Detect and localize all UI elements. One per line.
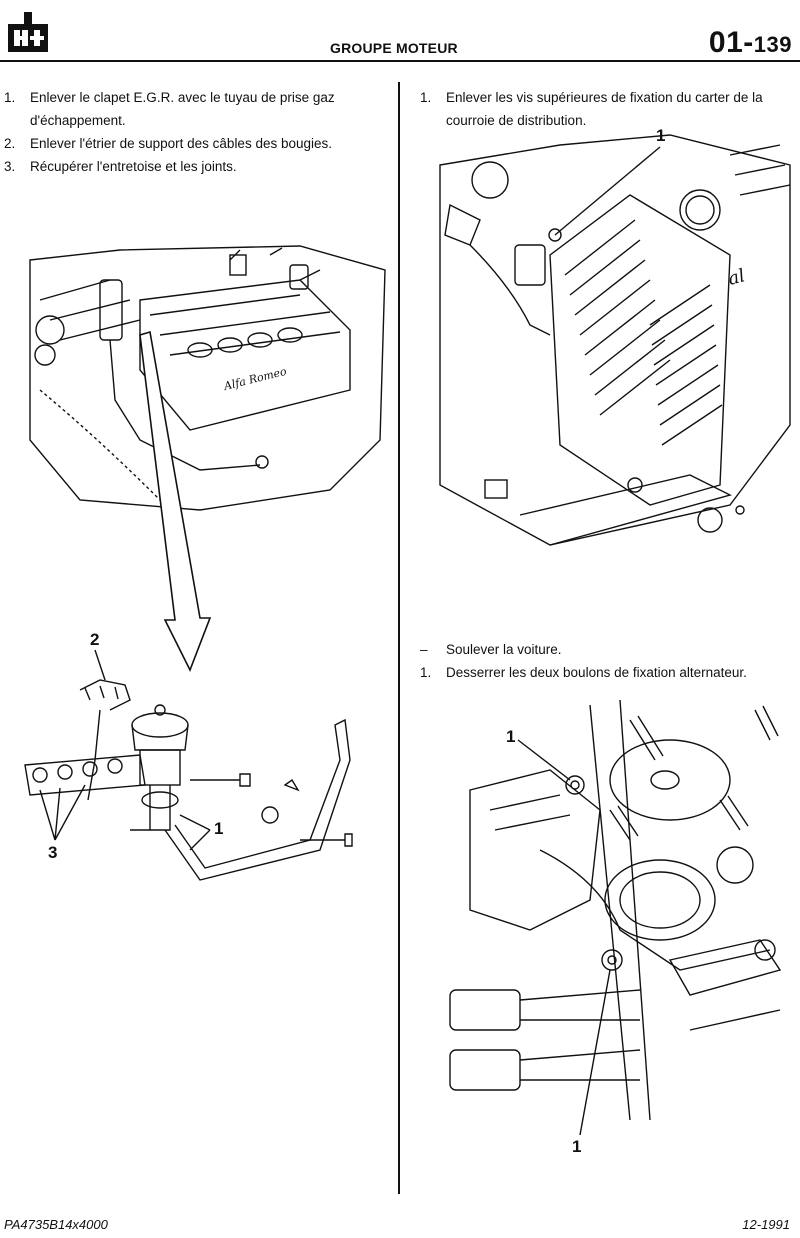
list-item: 1. Enlever le clapet E.G.R. avec le tuyau… xyxy=(4,86,388,132)
list-item: 2. Enlever l'étrier de support des câbles… xyxy=(4,132,388,155)
header-rule xyxy=(0,60,800,62)
left-steps-list: 1. Enlever le clapet E.G.R. avec le tuyau… xyxy=(4,86,388,178)
step-text: Récupérer l'entretoise et les joints. xyxy=(30,159,237,174)
step-text: Enlever les vis supérieures de fixation … xyxy=(446,90,763,128)
right-top-steps-list: 1. Enlever les vis supérieures de fixatio… xyxy=(420,86,798,132)
step-number: 1. xyxy=(420,90,432,105)
timing-belt-cover-figure: al 1 xyxy=(439,126,791,546)
page-number: 01-139 xyxy=(709,26,792,60)
egr-valve-figure: Alfa Romeo xyxy=(24,245,386,881)
list-item: – Soulever la voiture. xyxy=(420,638,798,661)
step-text: Enlever le clapet E.G.R. avec le tuyau d… xyxy=(30,90,335,128)
footer-reference: PA4735B14x4000 xyxy=(4,1217,108,1232)
list-item: 1. Enlever les vis supérieures de fixatio… xyxy=(420,86,798,132)
svg-text:Alfa Romeo: Alfa Romeo xyxy=(222,365,289,393)
list-item: 1. Desserrer les deux boulons de fixation… xyxy=(420,661,798,684)
right-bottom-steps-list: – Soulever la voiture. 1. Desserrer les de… xyxy=(420,638,798,684)
callout-2: 2 xyxy=(90,630,99,649)
step-number: 3. xyxy=(4,159,16,174)
step-text: Desserrer les deux boulons de fixation a… xyxy=(446,665,747,680)
step-number: 1. xyxy=(420,665,432,680)
list-item: 3. Récupérer l'entretoise et les joints. xyxy=(4,155,388,178)
callout-1: 1 xyxy=(214,819,223,838)
step-number: – xyxy=(420,642,428,657)
callout-1-bottom-figure-bottom: 1 xyxy=(572,1137,581,1156)
alternator-bolts-figure: 1 1 xyxy=(449,700,782,1156)
page-number-value: 139 xyxy=(753,32,792,57)
callout-1-top-figure: 1 xyxy=(656,126,665,145)
column-divider xyxy=(398,82,400,1194)
section-title: GROUPE MOTEUR xyxy=(330,40,458,56)
step-number: 1. xyxy=(4,90,16,105)
callout-1-bottom-figure-top: 1 xyxy=(506,727,515,746)
step-number: 2. xyxy=(4,136,16,151)
step-text: Enlever l'étrier de support des câbles d… xyxy=(30,136,333,151)
svg-text:al: al xyxy=(726,265,748,290)
step-text: Soulever la voiture. xyxy=(446,642,562,657)
callout-3: 3 xyxy=(48,843,57,862)
footer-date: 12-1991 xyxy=(742,1217,790,1232)
publisher-logo xyxy=(6,10,50,54)
page-prefix: 01- xyxy=(708,26,754,59)
